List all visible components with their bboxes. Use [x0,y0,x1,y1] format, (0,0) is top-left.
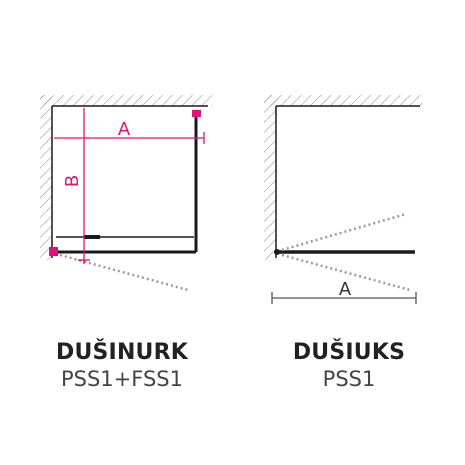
left-top-wall-hatch [40,95,212,106]
left-product-code: PSS1+FSS1 [60,367,183,391]
right-swing-dotted-down [281,253,411,292]
left-caption: DUŠINURK PSS1+FSS1 [22,340,222,392]
right-side-wall-hatch [264,95,276,260]
dimension-b-label: B [62,175,83,187]
side-panel-wall-bracket [192,110,201,117]
door-hinge [274,249,280,255]
right-top-wall-hatch [264,95,422,106]
right-product-code: PSS1 [322,367,376,391]
front-door-handle [84,235,100,239]
right-dimension-a-label: A [339,279,352,300]
left-swing-dotted-line [59,253,189,292]
right-caption: DUŠIUKS PSS1 [249,340,449,392]
right-swing-dotted-up [281,212,407,252]
left-product-title: DUŠINURK [55,340,189,365]
left-side-wall-hatch [40,95,52,260]
front-panel-wall-bracket [49,247,58,256]
right-product-title: DUŠIUKS [292,340,406,365]
left-diagram: A B [40,95,212,292]
dimension-a-label: A [118,119,131,140]
right-diagram: A [264,95,422,304]
